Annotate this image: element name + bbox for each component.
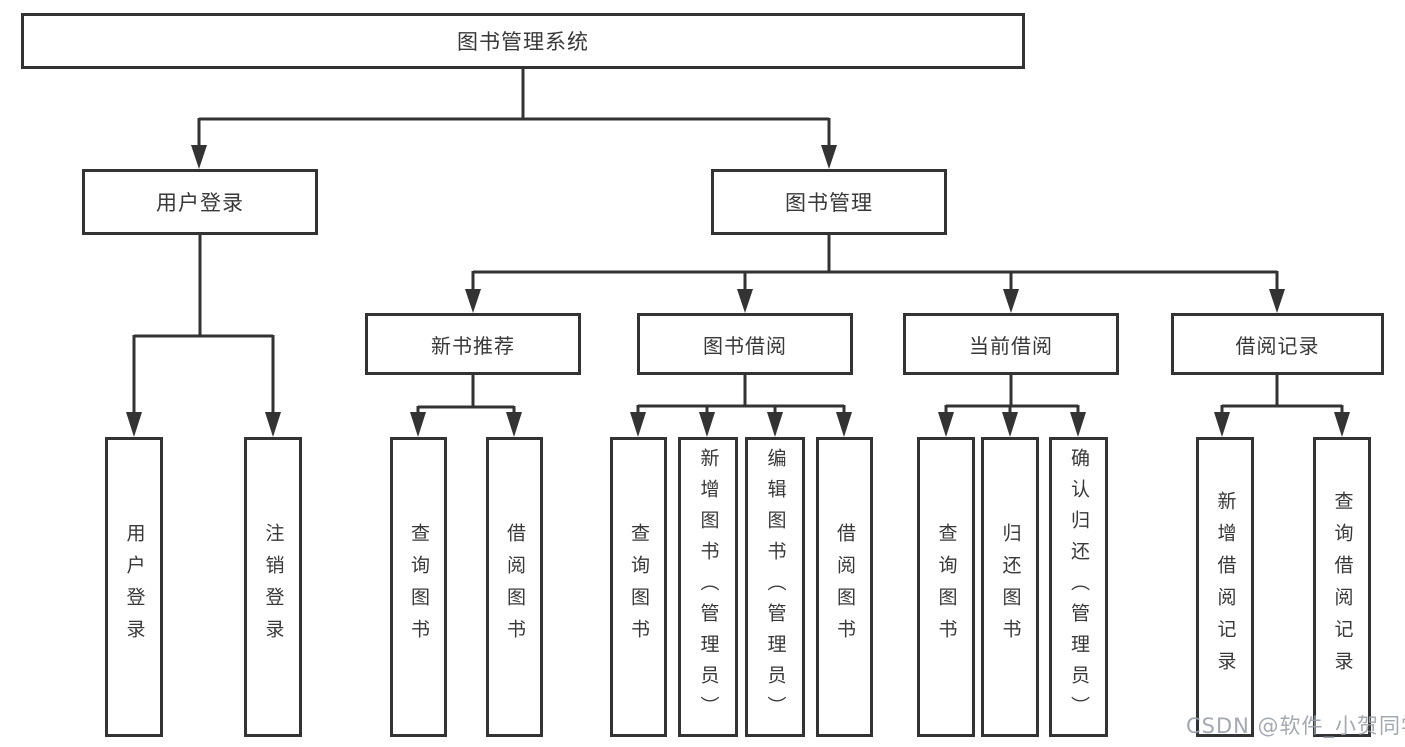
node-borrowing-records: 借阅记录	[1171, 313, 1384, 375]
node-book-borrowing: 图书借阅	[637, 313, 853, 375]
node-label: 图书借阅	[703, 333, 787, 358]
csdn-watermark: CSDN @软件_小贺同学	[1186, 714, 1405, 738]
leaf-label: 确认归还（管理员）	[1068, 447, 1090, 727]
node-label: 借阅记录	[1235, 333, 1320, 358]
leaf-label: 借阅图书	[834, 523, 856, 651]
node-user-login: 用户登录	[82, 169, 318, 235]
leaf-bb-query-books: 查询图书	[610, 437, 667, 737]
node-library-management-system: 图书管理系统	[21, 13, 1025, 69]
node-book-management: 图书管理	[711, 169, 947, 235]
node-label: 新书推荐	[431, 333, 515, 358]
leaf-label: 查询图书	[628, 523, 650, 651]
leaf-logout-login: 注销登录	[244, 437, 302, 737]
leaf-label: 注销登录	[262, 523, 285, 651]
leaf-label: 查询借阅记录	[1331, 491, 1354, 683]
node-new-book-recommend: 新书推荐	[365, 313, 581, 375]
leaf-label: 新增图书（管理员）	[697, 447, 720, 727]
node-current-borrowing: 当前借阅	[903, 313, 1119, 375]
leaf-nb-query-books: 查询图书	[390, 437, 447, 737]
leaf-label: 编辑图书（管理员）	[764, 447, 787, 727]
leaf-bb-edit-books-admin: 编辑图书（管理员）	[745, 437, 805, 737]
node-label: 当前借阅	[969, 333, 1053, 358]
node-label: 用户登录	[156, 191, 244, 215]
leaf-label: 查询图书	[935, 523, 958, 651]
leaf-nb-borrow-books: 借阅图书	[486, 437, 543, 737]
leaf-bb-add-books-admin: 新增图书（管理员）	[678, 437, 738, 737]
node-label: 图书管理系统	[457, 30, 589, 54]
leaf-label: 归还图书	[999, 523, 1022, 651]
leaf-label: 新增借阅记录	[1214, 491, 1237, 683]
leaf-cb-return-books: 归还图书	[981, 437, 1039, 737]
leaf-bb-borrow-books: 借阅图书	[816, 437, 873, 737]
leaf-cb-confirm-return-admin: 确认归还（管理员）	[1049, 437, 1108, 737]
leaf-br-add-record: 新增借阅记录	[1196, 437, 1254, 737]
node-label: 图书管理	[785, 191, 873, 215]
leaf-label: 查询图书	[408, 523, 430, 651]
leaf-user-login: 用户登录	[105, 437, 163, 737]
leaf-cb-query-books: 查询图书	[917, 437, 975, 737]
leaf-label: 借阅图书	[504, 523, 526, 651]
leaf-label: 用户登录	[123, 523, 146, 651]
leaf-br-query-record: 查询借阅记录	[1313, 437, 1371, 737]
